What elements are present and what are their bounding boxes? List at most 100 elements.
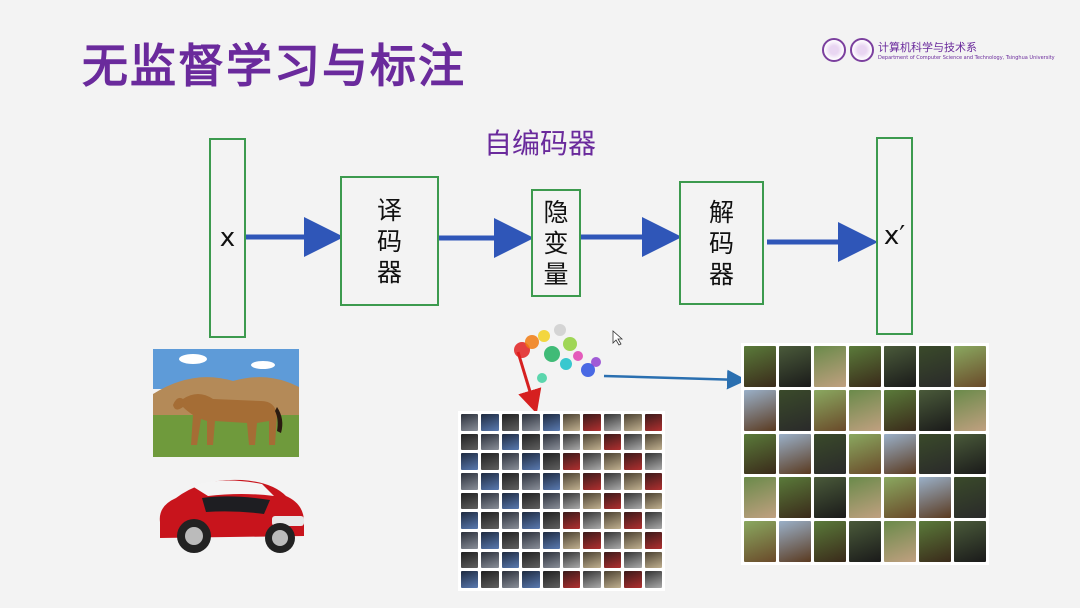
thumbnail: [542, 453, 560, 470]
thumbnail: [501, 512, 520, 529]
thumbnail: [481, 571, 499, 588]
thumbnail: [624, 492, 642, 510]
latent-box: 隐变量: [531, 189, 581, 297]
thumbnail: [884, 521, 916, 562]
thumbnail: [624, 414, 642, 431]
thumbnail: [603, 472, 622, 490]
thumbnail: [624, 512, 642, 529]
horse-image-grid: [741, 343, 989, 565]
thumbnail: [624, 531, 642, 549]
thumbnail: [481, 414, 499, 431]
thumbnail: [522, 472, 540, 490]
latent-label: 隐变量: [543, 197, 569, 289]
thumbnail: [624, 472, 642, 490]
thumbnail: [779, 389, 811, 431]
thumbnail: [481, 551, 499, 569]
thumbnail: [461, 453, 479, 470]
output-x-box: x′: [876, 137, 913, 335]
thumbnail: [744, 477, 776, 519]
thumbnail: [522, 531, 540, 549]
thumbnail: [562, 531, 581, 549]
blue-pointer-arrow: [603, 369, 747, 390]
output-x-label: x′: [883, 221, 906, 251]
red-pointer-arrow: [516, 351, 542, 414]
thumbnail: [603, 492, 622, 510]
thumbnail: [624, 453, 642, 470]
thumbnail: [849, 389, 881, 431]
thumbnail: [501, 414, 520, 431]
seal-icon: [822, 38, 846, 62]
thumbnail: [583, 414, 601, 431]
thumbnail: [603, 551, 622, 569]
thumbnail: [814, 521, 846, 562]
latent-cluster-scatter: [508, 320, 608, 390]
red-car-photo: [152, 470, 310, 558]
thumbnail: [501, 433, 520, 451]
mouse-cursor-icon: [612, 330, 624, 346]
logo-department-name: 计算机科学与技术系: [878, 41, 977, 54]
thumbnail: [779, 346, 811, 387]
thumbnail: [522, 414, 540, 431]
thumbnail: [562, 433, 581, 451]
thumbnail: [461, 414, 479, 431]
logo-department-english: Department of Computer Science and Techn…: [878, 55, 1055, 61]
thumbnail: [624, 433, 642, 451]
thumbnail: [542, 571, 560, 588]
thumbnail: [583, 453, 601, 470]
horse-photo: [153, 349, 299, 457]
thumbnail: [562, 453, 581, 470]
thumbnail: [849, 346, 881, 387]
thumbnail: [583, 531, 601, 549]
thumbnail: [954, 477, 986, 519]
thumbnail: [461, 571, 479, 588]
thumbnail: [562, 472, 581, 490]
thumbnail: [501, 492, 520, 510]
thumbnail: [481, 433, 499, 451]
thumbnail: [522, 512, 540, 529]
thumbnail: [624, 551, 642, 569]
thumbnail: [583, 492, 601, 510]
thumbnail: [481, 531, 499, 549]
thumbnail: [562, 571, 581, 588]
encoder-box: 译码器: [340, 176, 439, 306]
input-x-box: x: [209, 138, 246, 338]
thumbnail: [954, 433, 986, 475]
thumbnail: [884, 389, 916, 431]
thumbnail: [603, 512, 622, 529]
decoder-label: 解码器: [709, 197, 735, 289]
thumbnail: [849, 433, 881, 475]
thumbnail: [814, 477, 846, 519]
thumbnail: [542, 512, 560, 529]
thumbnail: [884, 346, 916, 387]
thumbnail: [919, 521, 951, 562]
thumbnail: [542, 492, 560, 510]
decoder-box: 解码器: [679, 181, 764, 305]
thumbnail: [542, 531, 560, 549]
university-logo: 计算机科学与技术系 Department of Computer Science…: [822, 38, 1055, 68]
thumbnail: [501, 472, 520, 490]
thumbnail: [583, 512, 601, 529]
thumbnail: [644, 492, 662, 510]
thumbnail: [583, 571, 601, 588]
thumbnail: [954, 521, 986, 562]
thumbnail: [644, 453, 662, 470]
thumbnail: [481, 472, 499, 490]
thumbnail: [644, 531, 662, 549]
thumbnail: [522, 492, 540, 510]
thumbnail: [461, 492, 479, 510]
thumbnail: [644, 571, 662, 588]
thumbnail: [744, 521, 776, 562]
thumbnail: [501, 453, 520, 470]
thumbnail: [919, 477, 951, 519]
thumbnail: [461, 531, 479, 549]
thumbnail: [522, 551, 540, 569]
thumbnail: [542, 414, 560, 431]
thumbnail: [481, 492, 499, 510]
thumbnail: [954, 346, 986, 387]
thumbnail: [814, 389, 846, 431]
thumbnail: [583, 551, 601, 569]
thumbnail: [884, 477, 916, 519]
encoder-label: 译码器: [377, 195, 403, 287]
thumbnail: [562, 414, 581, 431]
